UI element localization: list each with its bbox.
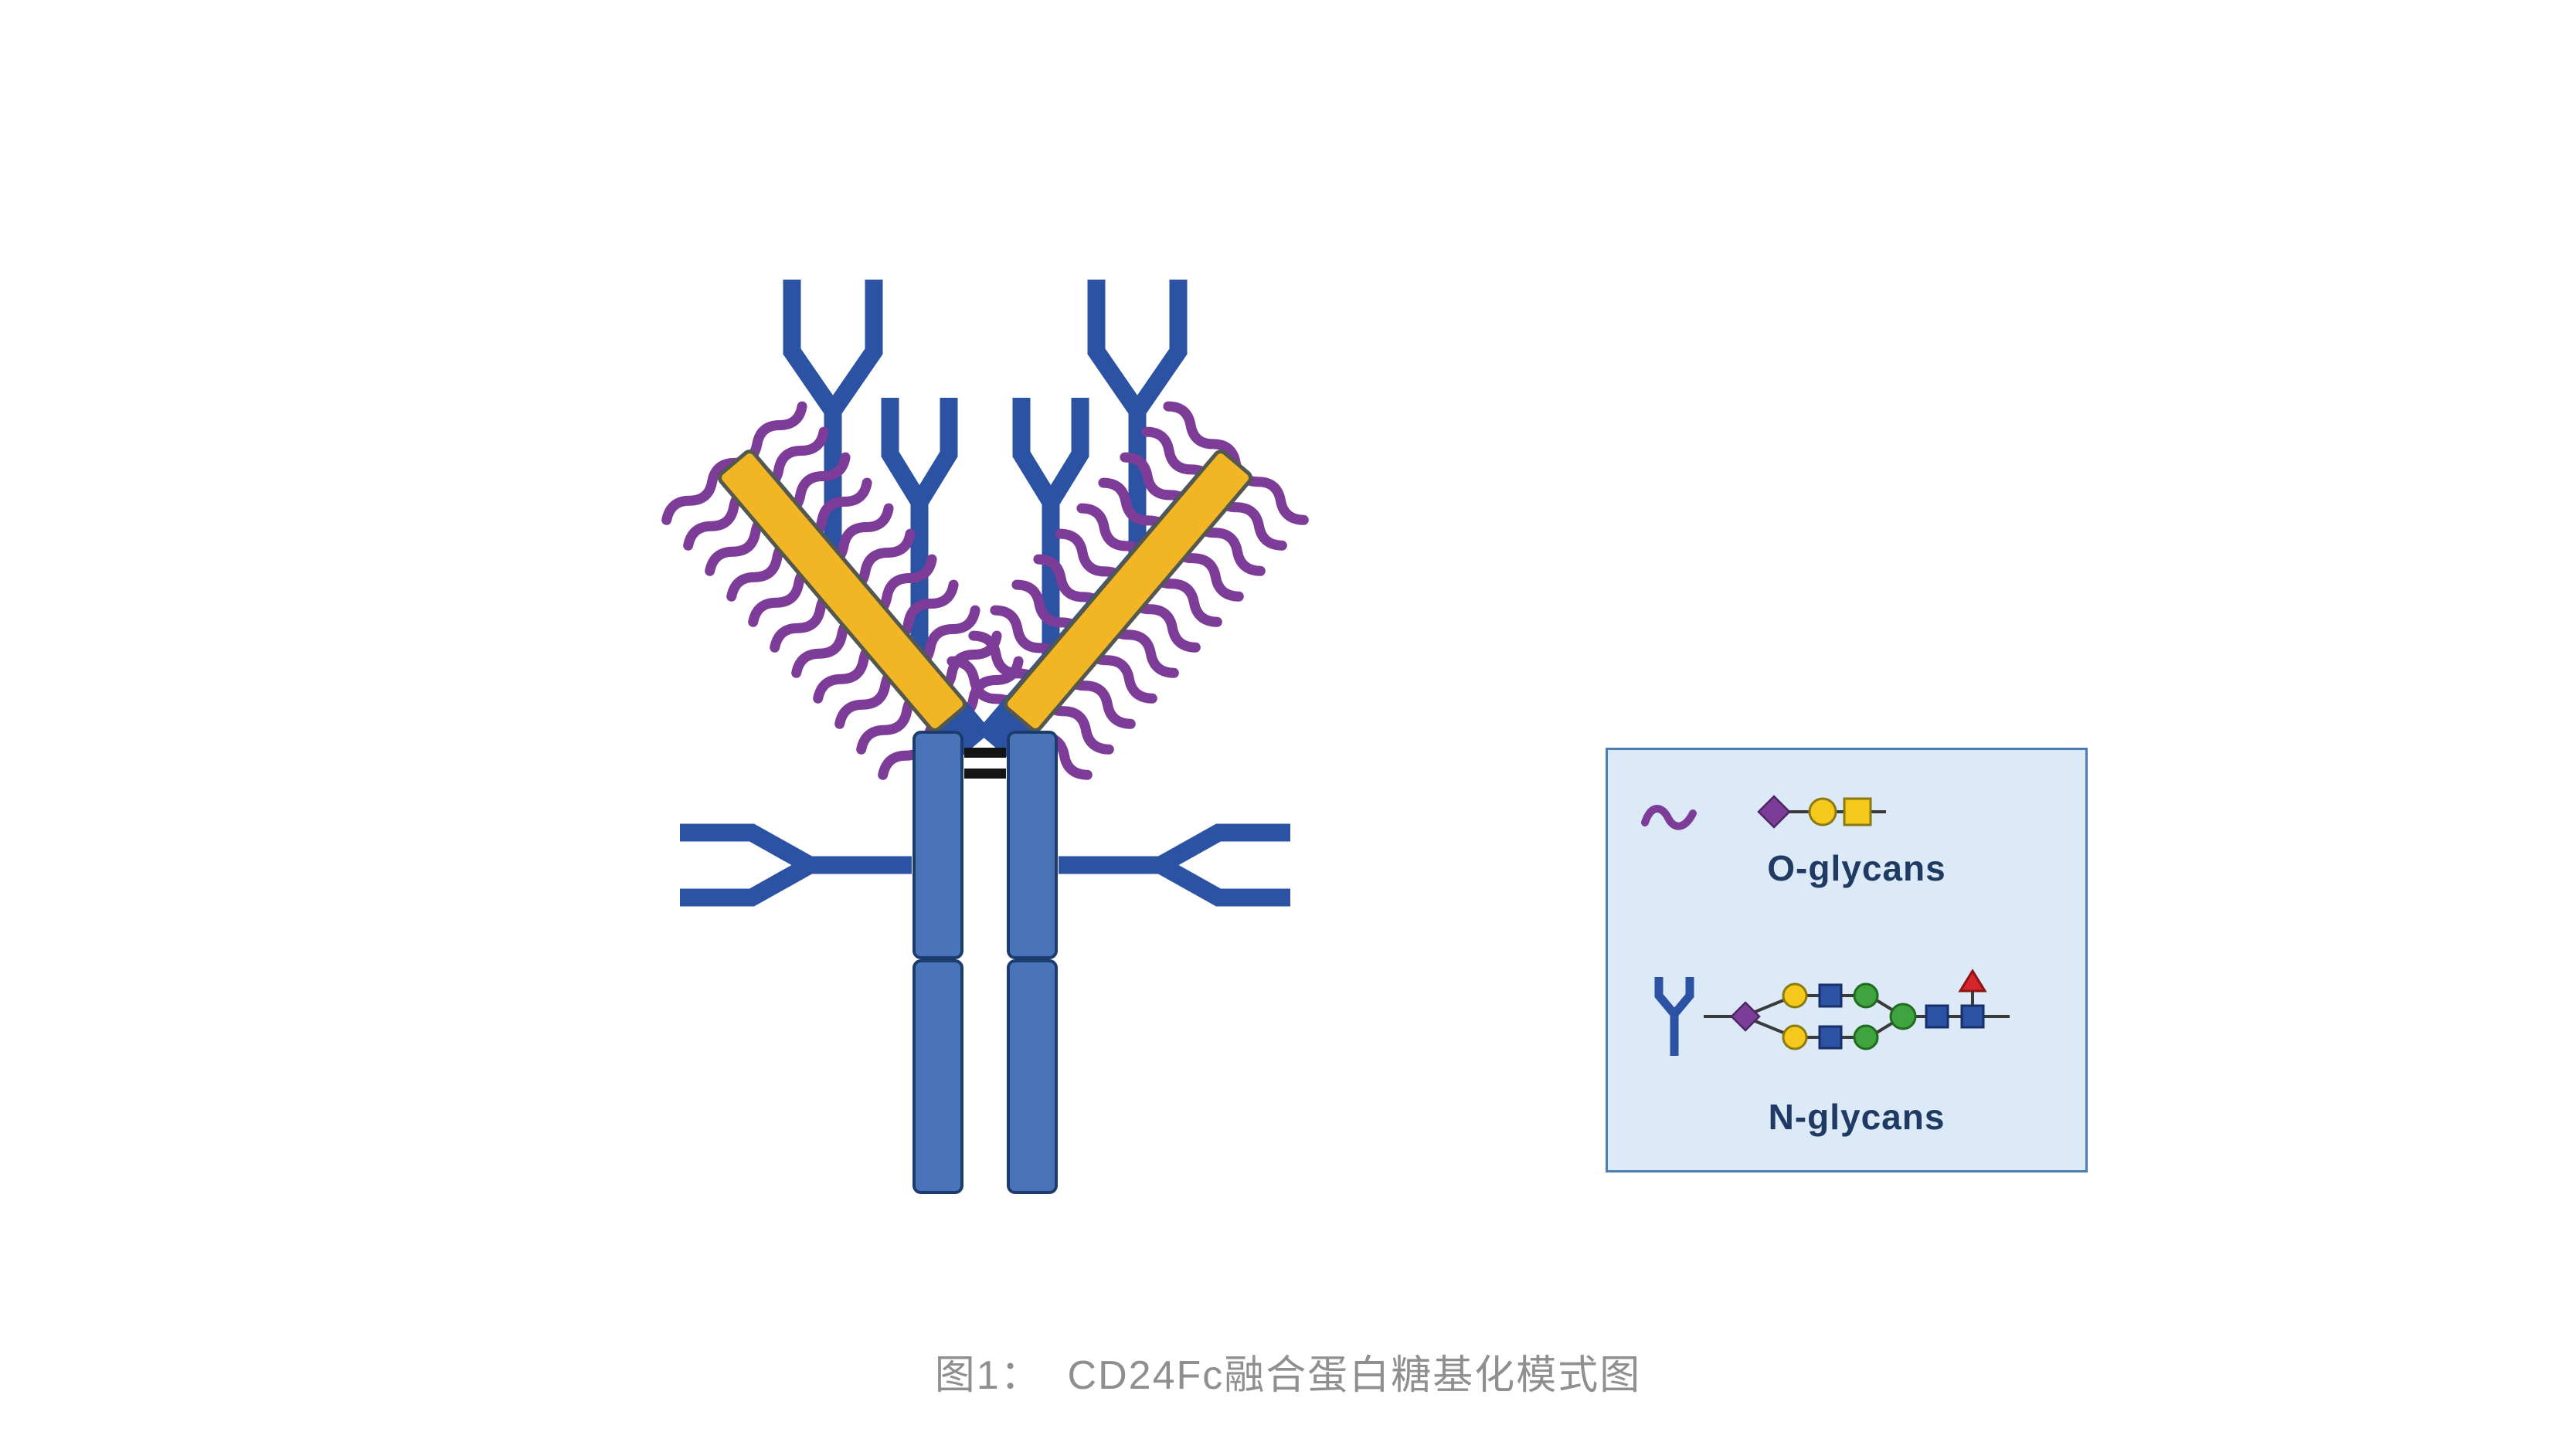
yellow-square-icon	[1843, 797, 1872, 826]
n-glycans-label: N-glycans	[1768, 1097, 1946, 1137]
blue-square-icon	[1960, 1004, 1985, 1029]
n-glycan-y-icon	[1654, 977, 1694, 1056]
hinge-disulfide-bonds	[964, 748, 1006, 779]
figure-caption: 图1： CD24Fc融合蛋白糖基化模式图	[934, 1353, 1642, 1398]
green-circle-icon	[1853, 982, 1879, 1009]
n-glycan-icon-side-right	[1059, 823, 1290, 907]
yellow-circle-icon	[1782, 982, 1808, 1009]
o-glycan-squiggle-icon	[1641, 805, 1697, 830]
blue-square-icon	[1925, 1004, 1949, 1029]
o-glycan-chain-icon	[1641, 795, 1886, 830]
cd24-arm-left	[718, 450, 967, 732]
yellow-circle-icon	[1808, 797, 1837, 826]
n-glycan-icon-top-inner-left	[881, 398, 958, 678]
fc-stem-left	[912, 731, 963, 1194]
o-glycans-label: O-glycans	[1767, 848, 1946, 888]
n-glycan-icon-top-inner-right	[1012, 398, 1089, 678]
n-glycan-icon-top-outer-right	[1087, 280, 1188, 587]
blue-square-icon	[1818, 983, 1843, 1008]
cd24-arm-right	[1004, 450, 1252, 732]
red-triangle-icon	[1958, 969, 1987, 993]
yellow-circle-icon	[1782, 1024, 1808, 1050]
blue-square-icon	[1818, 1025, 1843, 1050]
n-glycan-tree-icon	[1654, 969, 2010, 1056]
green-circle-icon	[1853, 1024, 1879, 1050]
purple-diamond-icon	[1730, 1001, 1761, 1032]
legend-box: O-glycans N-glycans	[1606, 748, 2088, 1172]
n-glycan-icon-side-left	[680, 823, 912, 907]
green-circle-icon	[1889, 1003, 1917, 1030]
fc-stem-right	[1007, 731, 1058, 1194]
purple-diamond-icon	[1757, 795, 1791, 829]
